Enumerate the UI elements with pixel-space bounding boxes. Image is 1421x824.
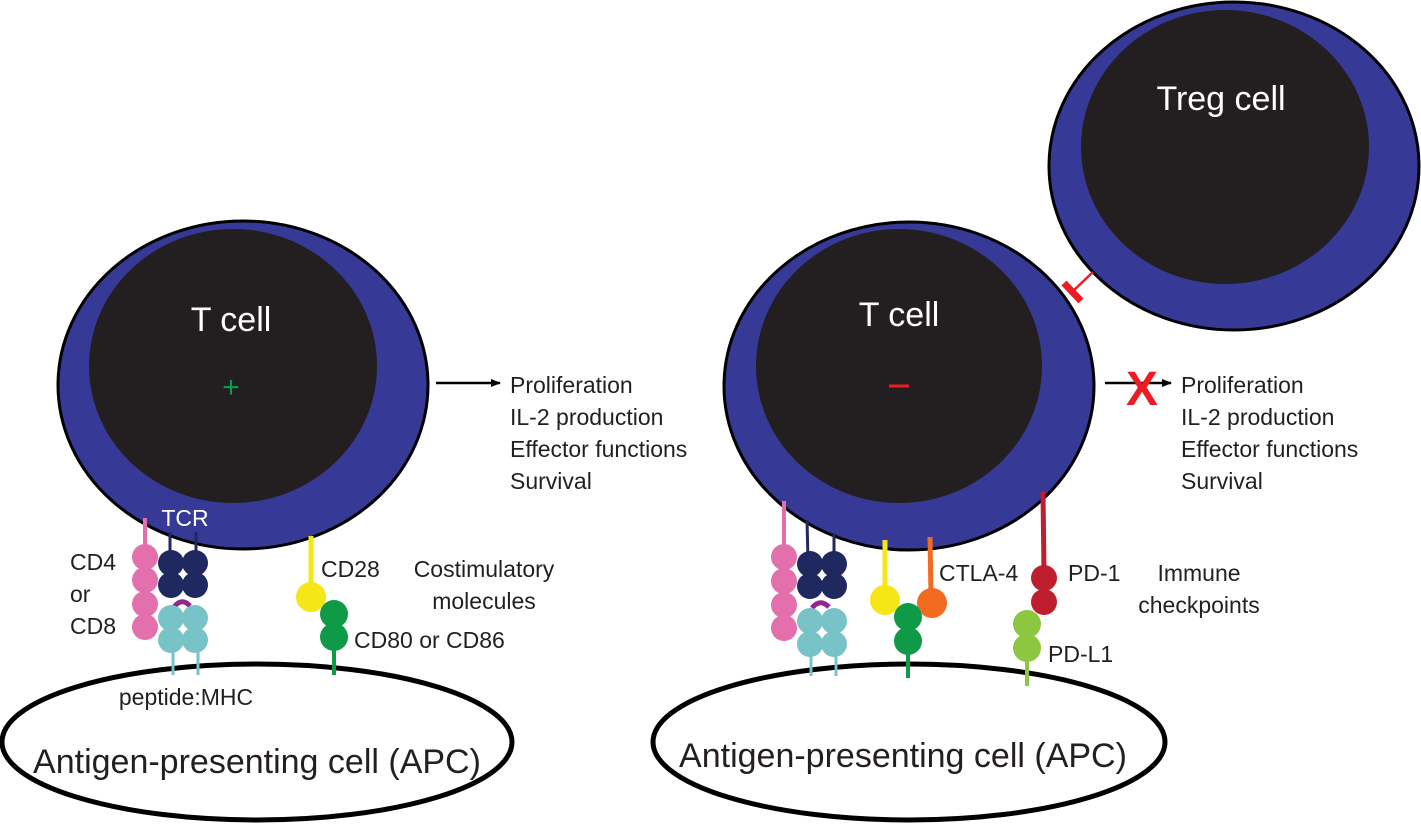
left-t-cell-nucleus: [89, 229, 377, 503]
right-outcomes-list: Proliferation IL-2 production Effector f…: [1181, 372, 1358, 494]
costim-label-line2: molecules: [432, 588, 536, 614]
peptide-mhc-label: peptide:MHC: [119, 684, 253, 710]
checkpoint-label-line2: checkpoints: [1138, 592, 1259, 618]
treg-cell-label: Treg cell: [1156, 80, 1285, 118]
right-b7: [894, 603, 922, 678]
left-coreceptor: [132, 518, 158, 640]
b7-label: CD80 or CD86: [354, 627, 505, 653]
checkpoint-label-line1: Immune: [1157, 560, 1240, 586]
right-outcome-item: Survival: [1181, 468, 1263, 494]
right-pdl1: [1013, 610, 1041, 686]
right-tcr: [797, 519, 847, 599]
left-outcomes-list: Proliferation IL-2 production Effector f…: [510, 372, 687, 494]
left-tcr: [158, 532, 208, 598]
treg-cell-nucleus: [1081, 10, 1369, 284]
right-ctla4: [917, 536, 947, 618]
right-pd1: [1031, 491, 1057, 615]
right-t-cell-nucleus: [756, 229, 1042, 503]
left-mhc: [158, 605, 208, 675]
left-outcome-item: Effector functions: [510, 436, 687, 462]
coreceptor-label-line3: CD8: [70, 613, 116, 639]
right-mhc: [797, 608, 847, 676]
left-t-cell-label: T cell: [191, 301, 272, 339]
left-cd28: [296, 536, 326, 612]
tcr-label: TCR: [161, 505, 208, 531]
left-peptide: [172, 599, 192, 609]
blocked-x-icon: X: [1126, 363, 1158, 416]
left-outcome-item: Proliferation: [510, 372, 633, 398]
treg-inhibition-symbol: [1061, 271, 1094, 304]
right-panel: Antigen-presenting cell (APC) Treg cell …: [650, 0, 1421, 823]
activation-sign: +: [222, 371, 240, 404]
right-t-cell-label: T cell: [859, 296, 940, 334]
costim-label-line1: Costimulatory: [414, 556, 555, 582]
coreceptor-label-line2: or: [70, 581, 91, 607]
left-outcome-item: Survival: [510, 468, 592, 494]
right-outcome-item: Effector functions: [1181, 436, 1358, 462]
left-panel: Antigen-presenting cell (APC) peptide:MH…: [0, 219, 687, 823]
coreceptor-label-line1: CD4: [70, 549, 116, 575]
right-outcome-item: IL-2 production: [1181, 404, 1334, 430]
right-apc-label: Antigen-presenting cell (APC): [679, 737, 1127, 775]
right-outcome-item: Proliferation: [1181, 372, 1304, 398]
pdl1-label: PD-L1: [1048, 641, 1113, 667]
left-apc-membrane: [0, 661, 515, 823]
right-coreceptor: [771, 501, 797, 641]
pd1-label: PD-1: [1068, 560, 1120, 586]
cd28-label: CD28: [321, 556, 380, 582]
left-apc-label: Antigen-presenting cell (APC): [33, 743, 481, 781]
left-outcome-item: IL-2 production: [510, 404, 663, 430]
right-peptide: [810, 600, 831, 610]
left-b7: [320, 600, 348, 675]
right-cd28: [870, 540, 900, 615]
ctla4-label: CTLA-4: [939, 560, 1018, 586]
